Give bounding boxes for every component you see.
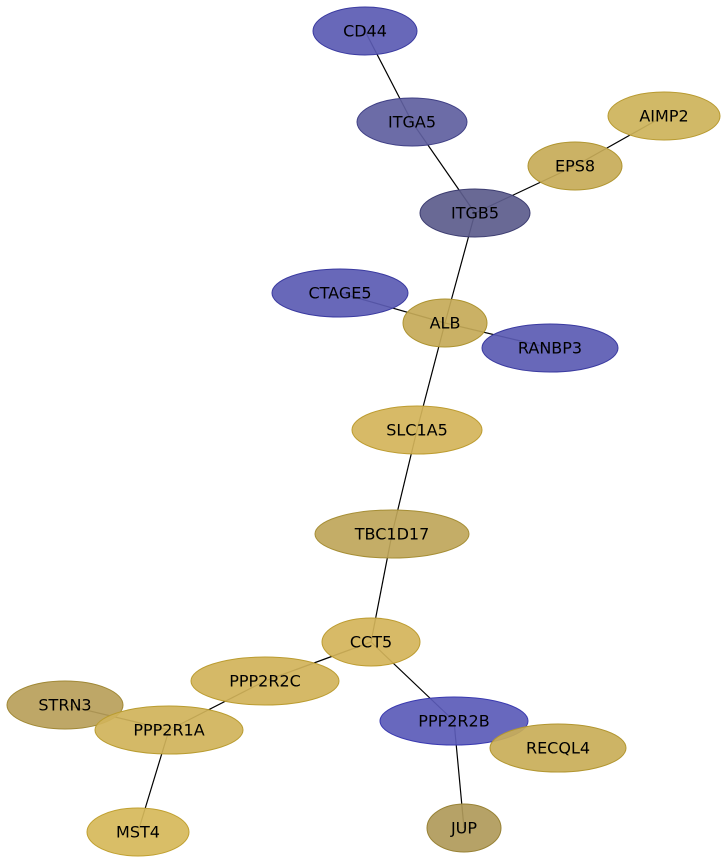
node-ellipse (321, 617, 421, 667)
node-label: CTAGE5 (308, 284, 371, 303)
node-slc1a5[interactable]: SLC1A5 (351, 405, 483, 455)
node-ppp2r2b[interactable]: PPP2R2B (379, 696, 529, 746)
node-ppp2r1a[interactable]: PPP2R1A (94, 705, 244, 755)
node-ellipse (402, 298, 488, 348)
node-label: AIMP2 (639, 107, 688, 126)
node-label: PPP2R2B (418, 712, 489, 731)
node-ellipse (419, 188, 531, 238)
node-ellipse (426, 803, 502, 853)
node-mst4[interactable]: MST4 (86, 807, 190, 857)
node-ppp2r2c[interactable]: PPP2R2C (190, 656, 340, 706)
node-ellipse (356, 97, 468, 147)
node-recql4[interactable]: RECQL4 (489, 723, 627, 773)
node-ellipse (6, 680, 124, 730)
node-itga5[interactable]: ITGA5 (356, 97, 468, 147)
node-label: STRN3 (38, 696, 91, 715)
node-ellipse (351, 405, 483, 455)
node-cd44[interactable]: CD44 (312, 6, 418, 56)
node-ellipse (379, 696, 529, 746)
node-label: EPS8 (555, 157, 595, 176)
node-ellipse (86, 807, 190, 857)
node-label: ALB (430, 314, 461, 333)
node-ellipse (489, 723, 627, 773)
node-ellipse (312, 6, 418, 56)
node-label: PPP2R2C (229, 672, 301, 691)
node-ranbp3[interactable]: RANBP3 (481, 323, 619, 373)
node-itgb5[interactable]: ITGB5 (419, 188, 531, 238)
node-ellipse (314, 509, 470, 559)
node-ellipse (271, 268, 409, 318)
node-label: PPP2R1A (133, 721, 204, 740)
node-ellipse (481, 323, 619, 373)
node-ellipse (94, 705, 244, 755)
node-label: SLC1A5 (386, 421, 448, 440)
node-label: RANBP3 (518, 339, 582, 358)
node-eps8[interactable]: EPS8 (527, 141, 623, 191)
node-label: ITGB5 (451, 204, 499, 223)
node-alb[interactable]: ALB (402, 298, 488, 348)
node-label: TBC1D17 (354, 525, 430, 544)
node-jup[interactable]: JUP (426, 803, 502, 853)
node-label: MST4 (116, 823, 160, 842)
node-label: RECQL4 (526, 739, 590, 758)
node-ellipse (527, 141, 623, 191)
node-label: JUP (450, 819, 477, 838)
node-label: CD44 (343, 22, 387, 41)
node-strn3[interactable]: STRN3 (6, 680, 124, 730)
node-ctage5[interactable]: CTAGE5 (271, 268, 409, 318)
node-ellipse (607, 91, 721, 141)
node-cct5[interactable]: CCT5 (321, 617, 421, 667)
node-tbc1d17[interactable]: TBC1D17 (314, 509, 470, 559)
node-label: ITGA5 (388, 113, 436, 132)
node-label: CCT5 (350, 633, 392, 652)
node-ellipse (190, 656, 340, 706)
node-aimp2[interactable]: AIMP2 (607, 91, 721, 141)
